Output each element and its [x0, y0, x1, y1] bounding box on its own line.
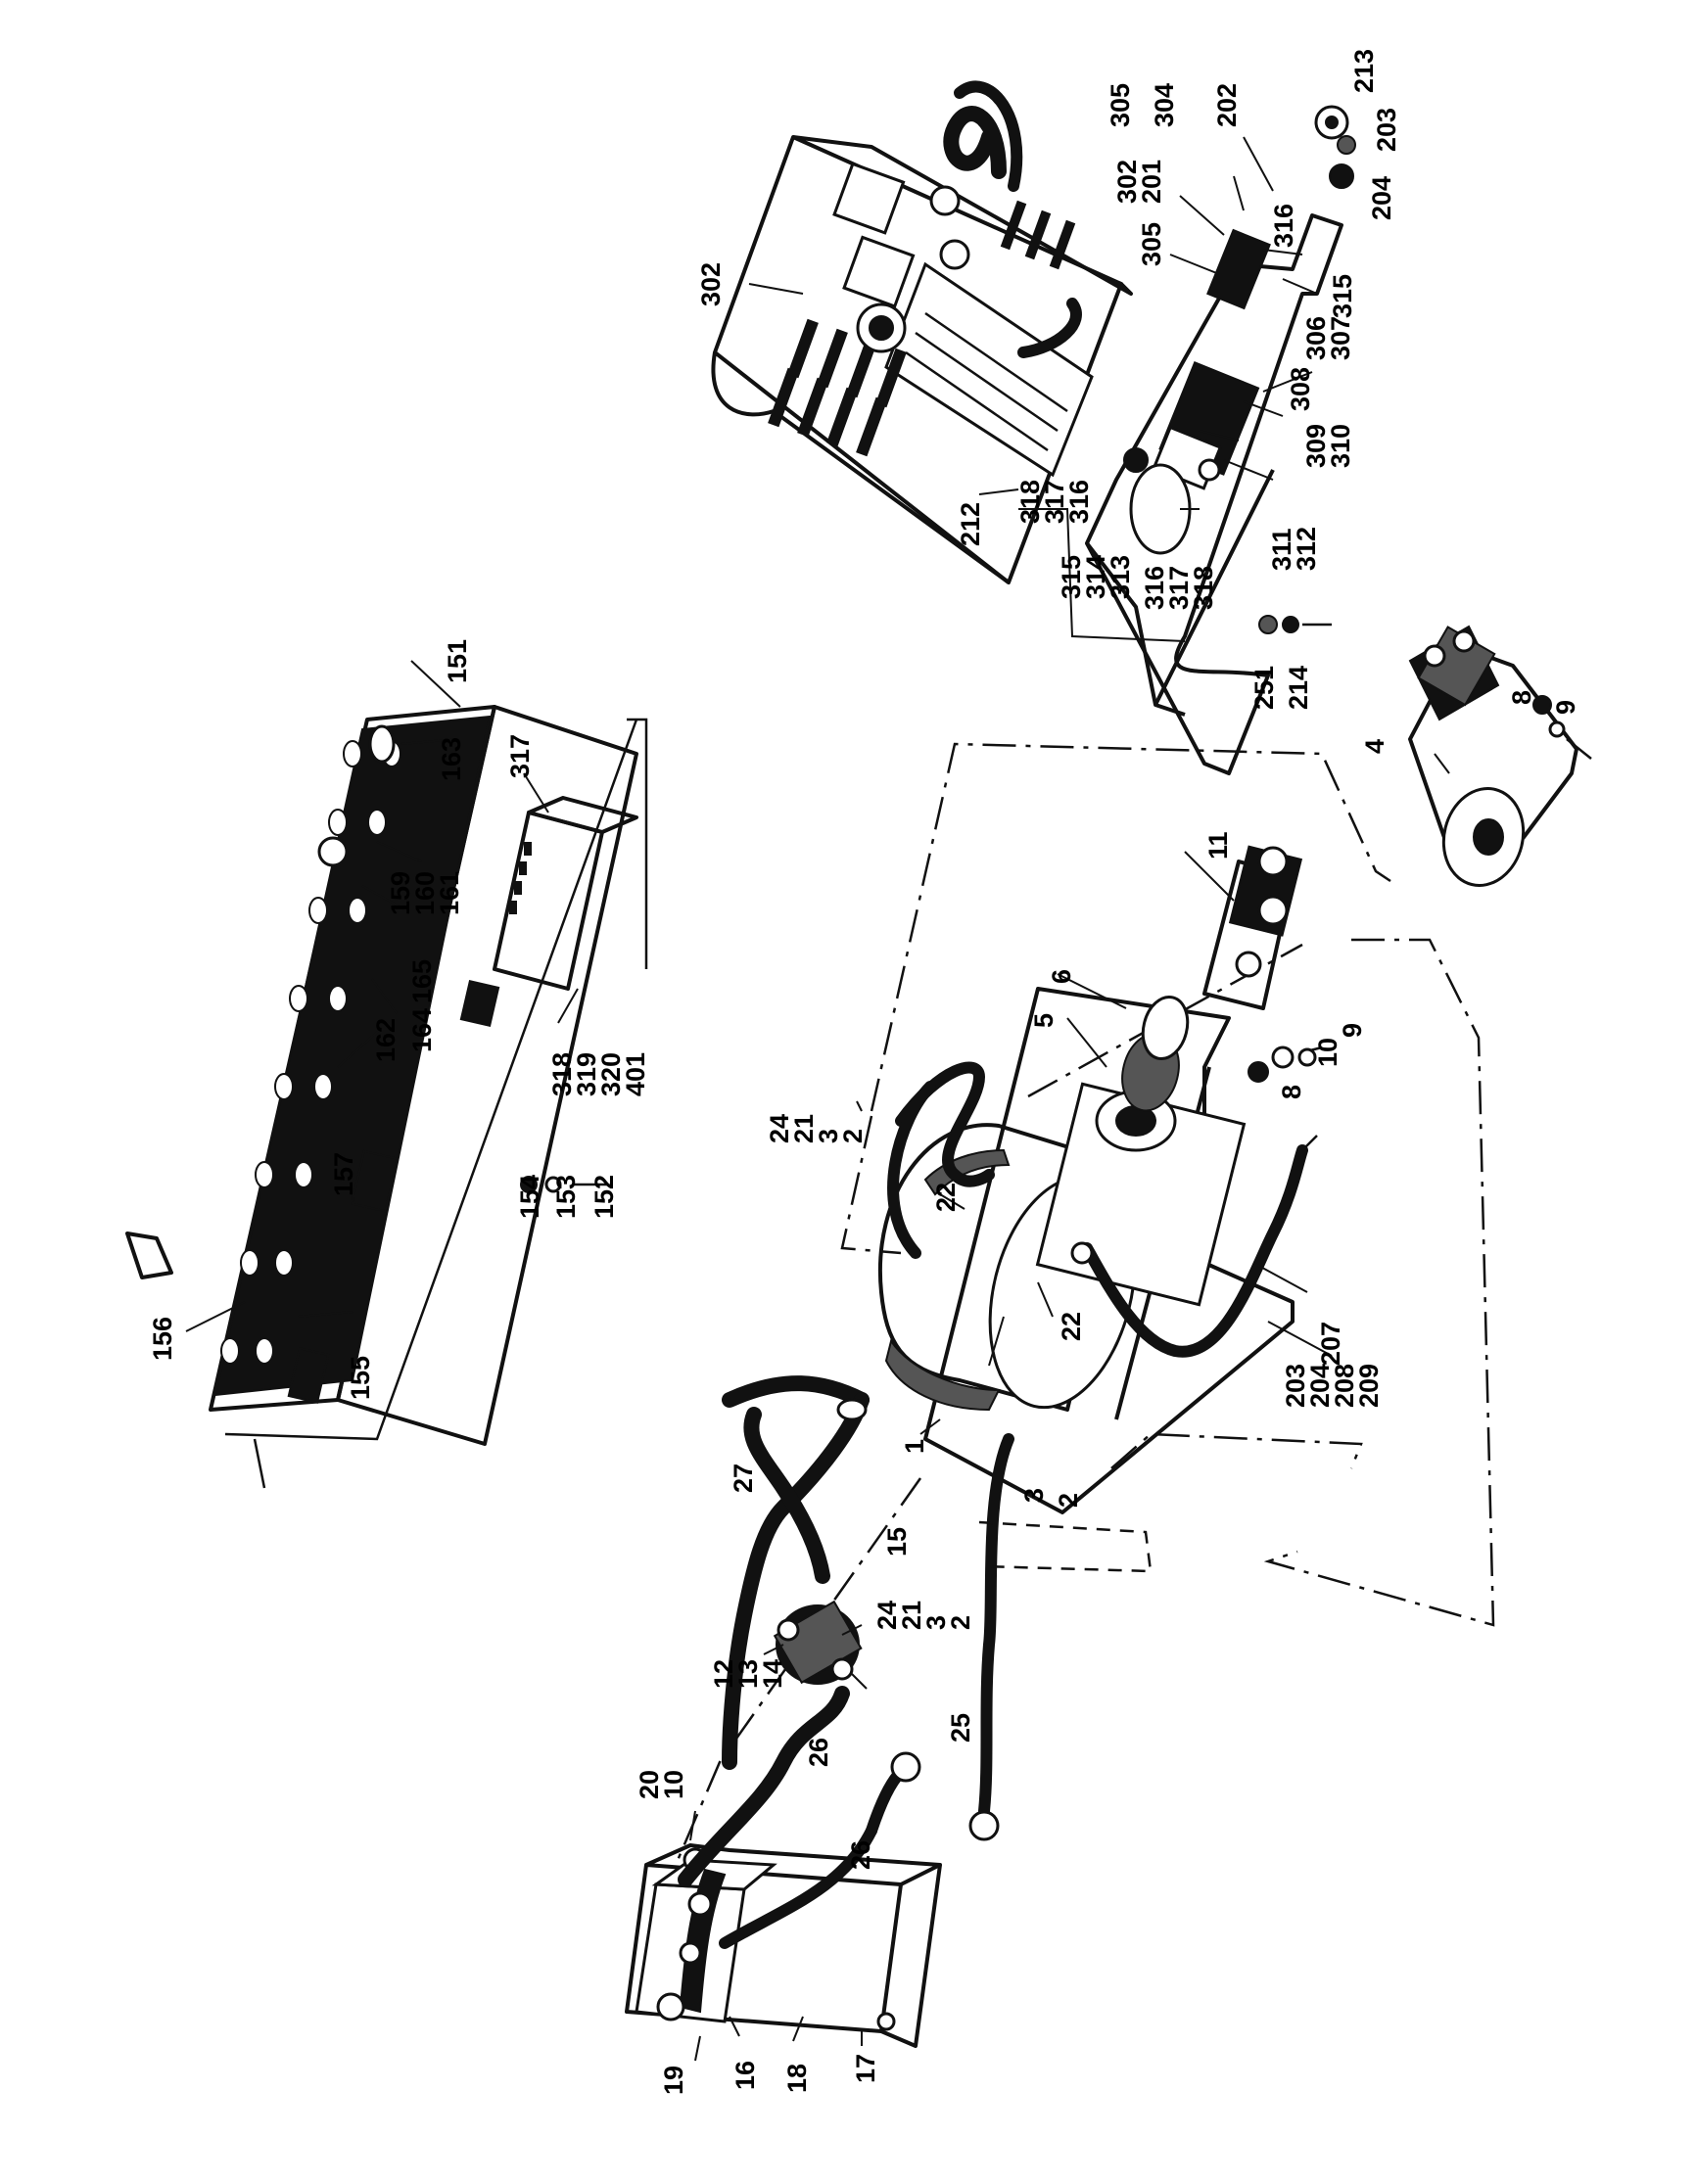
- label-157: 157: [329, 1152, 358, 1196]
- label-301: 302: [1112, 160, 1142, 204]
- label-1: 1: [900, 1439, 929, 1454]
- label-209: 209: [1354, 1364, 1384, 1408]
- label-204a: 204: [1367, 176, 1396, 220]
- label-11: 11: [1203, 831, 1233, 860]
- label-313: 313: [1106, 555, 1135, 599]
- label-402: 318: [547, 1052, 577, 1096]
- label-164: 164: [407, 1008, 437, 1052]
- label-306: 306: [1301, 316, 1331, 360]
- label-20: 20: [635, 1770, 664, 1799]
- label-2a: 2: [838, 1129, 868, 1143]
- label-18: 18: [782, 2064, 812, 2093]
- label-6: 6: [1047, 969, 1076, 984]
- label-26b: 26: [846, 1840, 875, 1870]
- label-319: 315: [1328, 274, 1357, 318]
- label-14: 14: [758, 1659, 787, 1689]
- label-213: 214: [1284, 666, 1313, 710]
- label-27: 27: [729, 1464, 758, 1493]
- battery-tray-assembly: [125, 660, 648, 1489]
- label-160: 160: [410, 871, 440, 915]
- label-22a: 22: [931, 1183, 961, 1212]
- label-162: 162: [371, 1018, 400, 1062]
- label-10b: 10: [659, 1770, 688, 1799]
- label-5: 5: [1029, 1013, 1059, 1028]
- label-214: 251: [1249, 666, 1279, 710]
- label-155: 155: [346, 1356, 375, 1400]
- label-9b: 9: [1338, 1023, 1367, 1038]
- label-251: 302: [696, 262, 726, 306]
- label-317a: 317: [1040, 480, 1069, 524]
- label-405: 401: [621, 1052, 650, 1096]
- label-318b: 318: [1189, 566, 1218, 610]
- part-number-labels: 151 152 153 154 155 156 157 159 160 161 …: [148, 49, 1580, 2095]
- label-26a: 26: [804, 1738, 833, 1767]
- label-403: 319: [572, 1052, 601, 1096]
- label-2c: 2: [946, 1615, 975, 1630]
- label-25: 25: [946, 1713, 975, 1743]
- label-312: 312: [1292, 527, 1321, 571]
- label-3a: 3: [814, 1129, 843, 1143]
- drive-motor-assembly: [1408, 625, 1592, 887]
- label-203a: 203: [1372, 108, 1401, 152]
- label-401: 317: [505, 734, 535, 778]
- label-201: 201: [1137, 160, 1166, 204]
- label-318a: 318: [1015, 480, 1045, 524]
- label-305: 305: [1137, 222, 1166, 266]
- label-3b: 3: [1019, 1488, 1049, 1503]
- label-24a: 24: [765, 1114, 794, 1143]
- label-12: 12: [709, 1659, 738, 1689]
- control-cabinet-assembly: [711, 80, 1356, 775]
- label-13: 13: [733, 1659, 763, 1689]
- label-207: 207: [1316, 1322, 1345, 1366]
- motor-pump-assembly: [674, 742, 1495, 1866]
- label-315: 315: [1057, 555, 1086, 599]
- label-15: 15: [882, 1527, 912, 1557]
- label-153: 153: [551, 1175, 581, 1219]
- label-317b: 317: [1164, 566, 1194, 610]
- label-152: 152: [589, 1175, 619, 1219]
- label-17: 17: [851, 2054, 880, 2083]
- label-316a: 316: [1064, 480, 1094, 524]
- label-161: 161: [435, 871, 464, 915]
- label-21b: 21: [897, 1601, 926, 1630]
- label-202: 202: [1212, 83, 1242, 127]
- label-212: 213: [1349, 49, 1379, 93]
- label-208: 208: [1330, 1364, 1359, 1408]
- label-314: 314: [1081, 555, 1110, 599]
- label-304: 305: [1106, 83, 1135, 127]
- label-302: 304: [1150, 83, 1179, 127]
- label-156: 156: [148, 1317, 177, 1361]
- label-8a: 8: [1507, 690, 1536, 705]
- label-204b: 204: [1305, 1364, 1335, 1408]
- label-309: 309: [1301, 424, 1331, 468]
- label-24b: 24: [872, 1601, 902, 1630]
- label-320: 316: [1269, 204, 1298, 248]
- label-9a: 9: [1551, 700, 1580, 715]
- label-3c: 3: [921, 1615, 951, 1630]
- label-159: 159: [386, 871, 415, 915]
- label-404: 320: [596, 1052, 626, 1096]
- label-154: 154: [515, 1175, 544, 1219]
- label-165: 165: [407, 959, 437, 1003]
- label-22b: 22: [1057, 1312, 1086, 1341]
- label-211: 212: [956, 502, 985, 546]
- label-203b: 203: [1281, 1364, 1310, 1408]
- label-16: 16: [730, 2061, 760, 2090]
- battery-solenoid-assembly: [625, 1600, 942, 2062]
- label-4: 4: [1360, 739, 1389, 754]
- label-307: 307: [1326, 316, 1355, 360]
- label-10a: 10: [1313, 1038, 1342, 1067]
- label-151: 151: [443, 639, 472, 683]
- label-311: 311: [1267, 528, 1296, 571]
- label-19: 19: [659, 2066, 688, 2095]
- label-308: 308: [1286, 367, 1315, 411]
- label-310: 310: [1326, 424, 1355, 468]
- label-2b: 2: [1054, 1493, 1083, 1508]
- label-8b: 8: [1277, 1085, 1306, 1099]
- label-316b: 316: [1140, 566, 1169, 610]
- label-21a: 21: [789, 1114, 819, 1143]
- label-163: 163: [437, 737, 466, 781]
